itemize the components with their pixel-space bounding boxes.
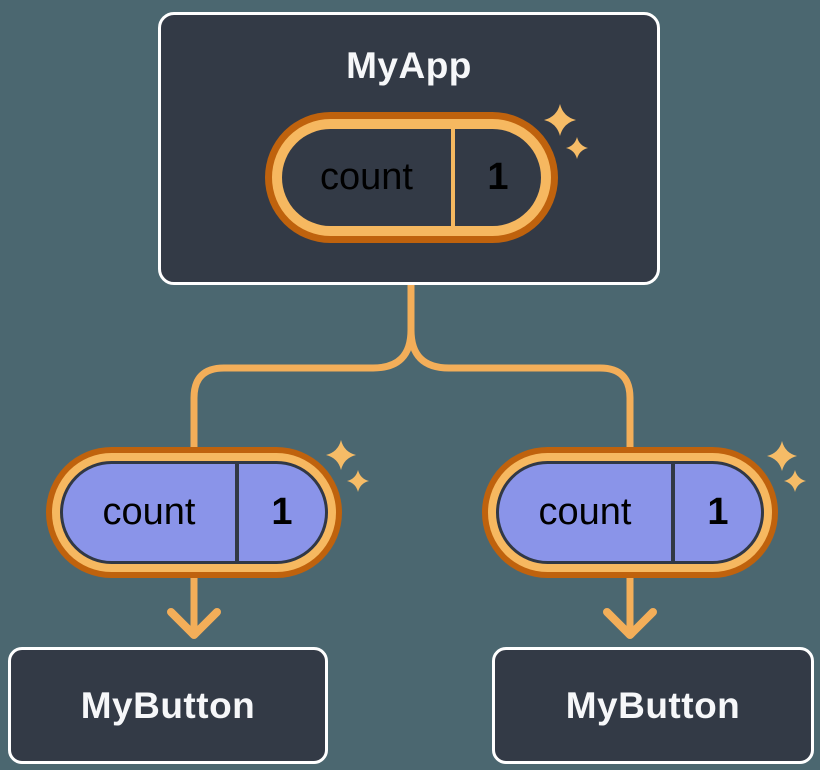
- myapp-title: MyApp: [346, 45, 472, 86]
- mybutton-title-right: MyButton: [565, 684, 741, 726]
- sparkle-icon: [347, 470, 369, 492]
- prop-name-label-left: count: [102, 491, 196, 533]
- left-arrow-head-icon: [167, 608, 221, 639]
- prop-pill-right-ring: count 1: [488, 453, 772, 572]
- sparkle-icon: [326, 440, 356, 470]
- pill-divider: [235, 464, 239, 561]
- state-name-label: count: [320, 156, 413, 198]
- sparkle-icon: [784, 470, 806, 492]
- prop-value-label-right: 1: [707, 491, 729, 533]
- mybutton-title-left: MyButton: [80, 684, 256, 726]
- myapp-node: MyApp count 1: [158, 12, 660, 285]
- state-value-label: 1: [487, 156, 509, 198]
- state-pill-body: count 1: [282, 129, 541, 226]
- pill-divider: [671, 464, 675, 561]
- prop-pill-right-body: count 1: [496, 461, 764, 564]
- prop-value-label-left: 1: [271, 491, 293, 533]
- prop-pill-left-body: count 1: [60, 461, 328, 564]
- prop-pill-left: count 1: [46, 447, 342, 578]
- prop-pill-right: count 1: [482, 447, 778, 578]
- prop-pill-left-ring: count 1: [52, 453, 336, 572]
- connector-branch-left: [190, 326, 415, 453]
- mybutton-node-right: MyButton: [492, 647, 814, 764]
- connector-branch-right: [407, 326, 634, 453]
- state-pill-ring: count 1: [272, 119, 551, 236]
- mybutton-node-left: MyButton: [8, 647, 328, 764]
- right-arrow-head-icon: [603, 608, 657, 639]
- pill-divider: [451, 129, 455, 226]
- state-pill: count 1: [265, 112, 558, 243]
- prop-name-label-right: count: [538, 491, 632, 533]
- sparkle-icon: [767, 441, 797, 471]
